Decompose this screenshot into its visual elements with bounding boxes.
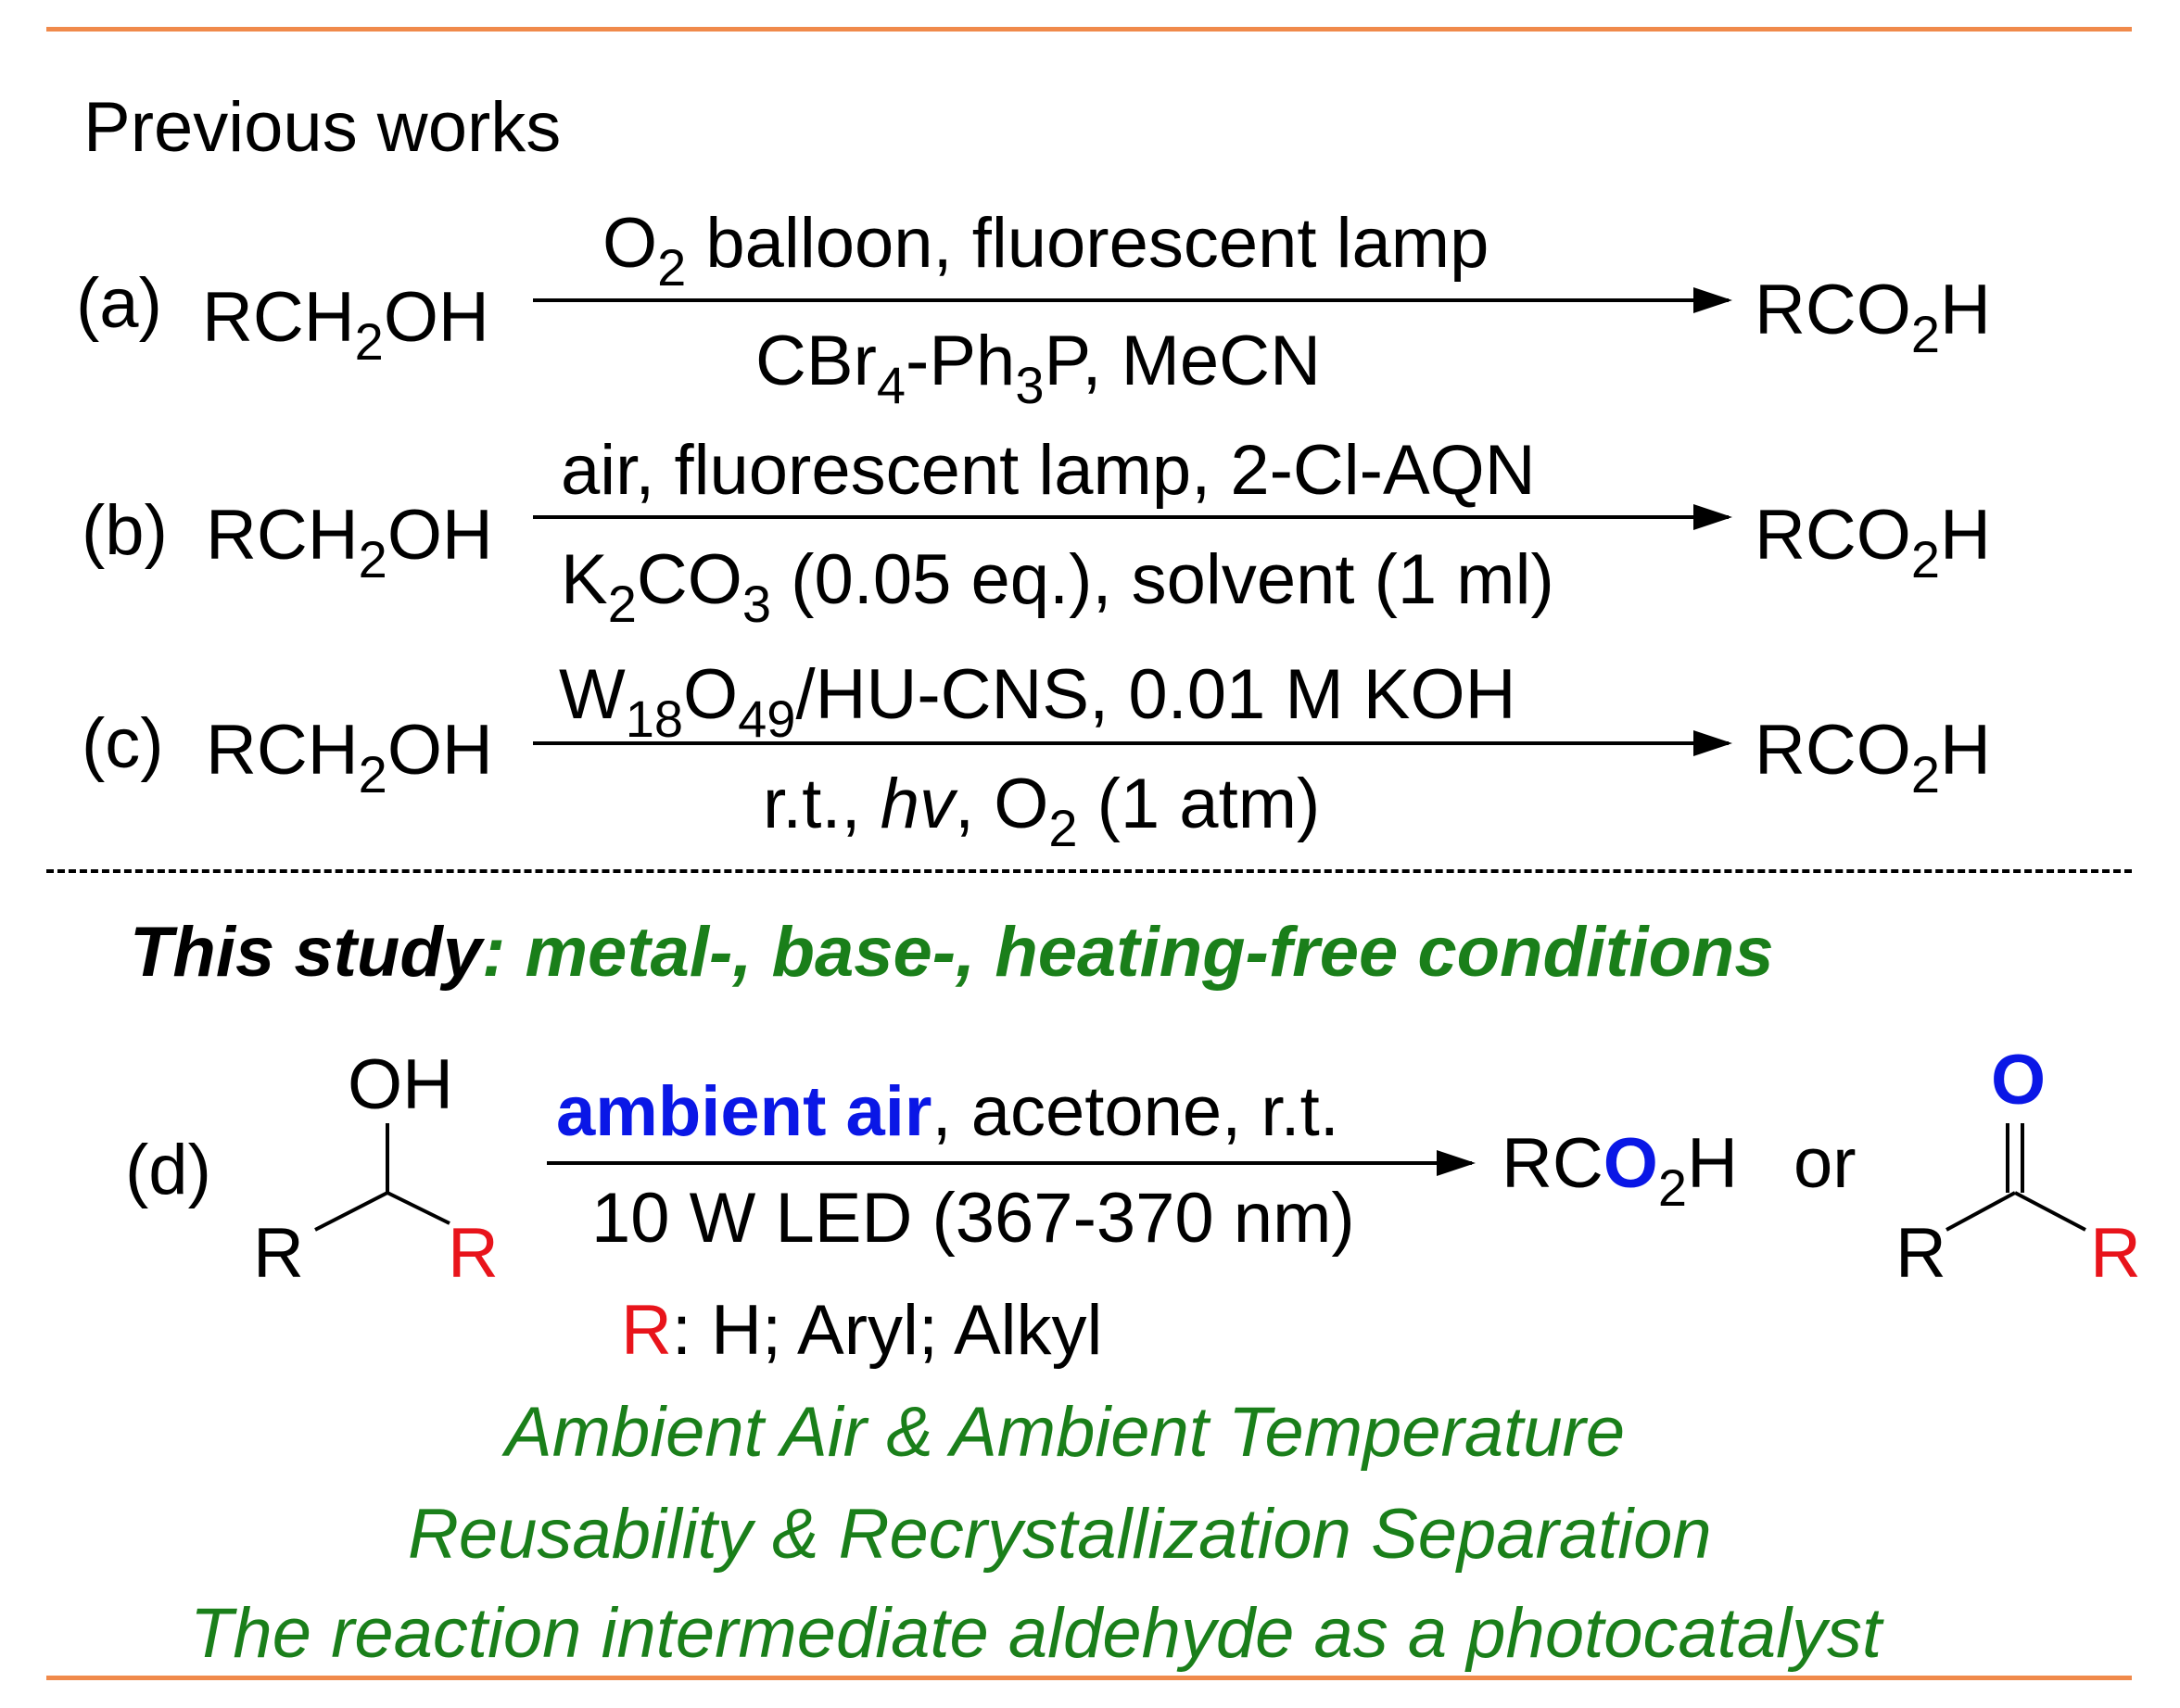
row-label: (d) [125,1131,211,1209]
row-label: (a) [76,264,162,343]
conditions-above: air, fluorescent lamp, 2-Cl-AQN [561,431,1536,510]
study-title: This study: metal-, base-, heating-free … [130,913,1774,992]
reaction-arrow [547,1150,1476,1176]
conditions-below: 10 W LED (367-370 nm) [591,1179,1355,1258]
carbonyl-oxygen: O [1991,1041,2047,1120]
bottom-rule [46,1676,2132,1680]
conditions-above: ambient air, acetone, r.t. [556,1072,1339,1151]
reactant-formula: RCH2OH [206,711,493,803]
reactant-formula: RCH2OH [206,496,493,588]
reactant-formula: RCH2OH [202,278,489,371]
top-rule [46,27,2132,32]
row-label: (c) [82,704,164,783]
acid-product: RCO2H [1502,1124,1738,1217]
reaction-arrow [533,504,1732,530]
conditions-below: K2CO3 (0.05 eq.), solvent (1 ml) [561,540,1554,633]
row-label: (b) [82,491,168,570]
conditions-above: W18O49/HU-CNS, 0.01 M KOH [559,655,1516,748]
product-formula: RCO2H [1755,711,1991,803]
section-heading: Previous works [83,88,562,167]
reaction-arrow [533,287,1732,313]
hydroxyl-label: OH [348,1045,453,1124]
highlight-line: The reaction intermediate aldehyde as a … [190,1594,1882,1673]
product-formula: RCO2H [1755,271,1991,363]
reaction-arrow [533,730,1732,756]
highlight-line: Ambient Air & Ambient Temperature [505,1393,1626,1472]
conditions-below: r.t., hv, O2 (1 atm) [763,765,1321,857]
product-formula: RCO2H [1755,496,1991,588]
section-divider [46,869,2132,873]
r-group-right: R [448,1214,499,1293]
r-group-left: R [253,1214,304,1293]
highlight-line: Reusability & Recrystallization Separati… [408,1495,1712,1574]
or-connector: or [1793,1124,1857,1203]
conditions-below: CBr4-Ph3P, MeCN [755,322,1321,414]
conditions-above: O2 balloon, fluorescent lamp [602,204,1489,297]
ketone-r-left: R [1895,1214,1946,1293]
r-substituent-note: R: H; Aryl; Alkyl [621,1291,1103,1370]
ketone-r-right: R [2090,1214,2141,1293]
